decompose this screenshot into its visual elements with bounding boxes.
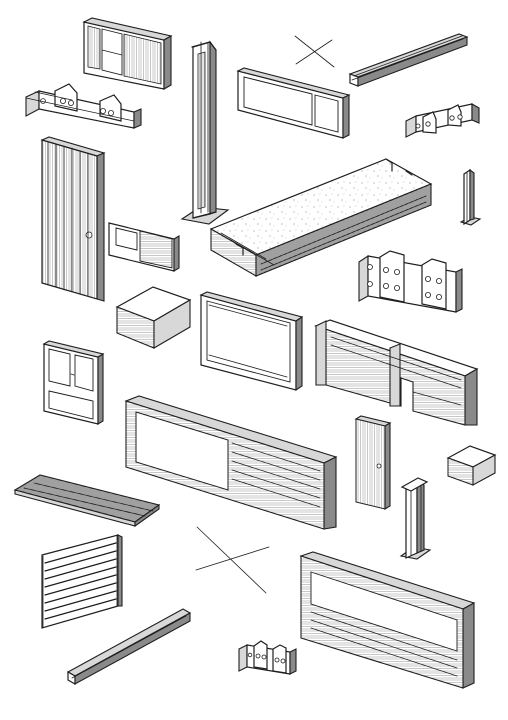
window-frame-icon	[108, 222, 180, 272]
cube-icon	[115, 286, 192, 349]
cube-icon	[446, 445, 497, 486]
window-frame-icon	[299, 551, 476, 689]
metal-bracket-icon	[405, 103, 480, 138]
window-frame-icon	[82, 17, 173, 90]
floor-slab-icon	[209, 158, 433, 277]
steel-beam-icon	[348, 33, 469, 87]
portal-frame-icon	[314, 319, 479, 426]
cross-bracing-icon	[195, 526, 270, 594]
cross-bracing-icon	[294, 35, 335, 68]
glass-panel-icon	[236, 67, 351, 139]
steel-column-icon	[399, 477, 432, 560]
steel-column-icon	[180, 40, 230, 225]
window-frame-icon	[42, 340, 105, 425]
metal-bracket-icon	[238, 640, 297, 675]
door-icon	[354, 415, 392, 510]
metal-bracket-icon	[25, 83, 142, 129]
window-frame-icon	[124, 395, 338, 530]
metal-bracket-icon	[358, 250, 463, 313]
steel-beam-icon	[66, 608, 192, 686]
floor-slab-icon	[13, 474, 161, 528]
door-icon	[40, 136, 106, 302]
steel-column-icon	[459, 168, 482, 226]
louver-icon	[41, 534, 123, 629]
glass-panel-icon	[199, 291, 304, 392]
